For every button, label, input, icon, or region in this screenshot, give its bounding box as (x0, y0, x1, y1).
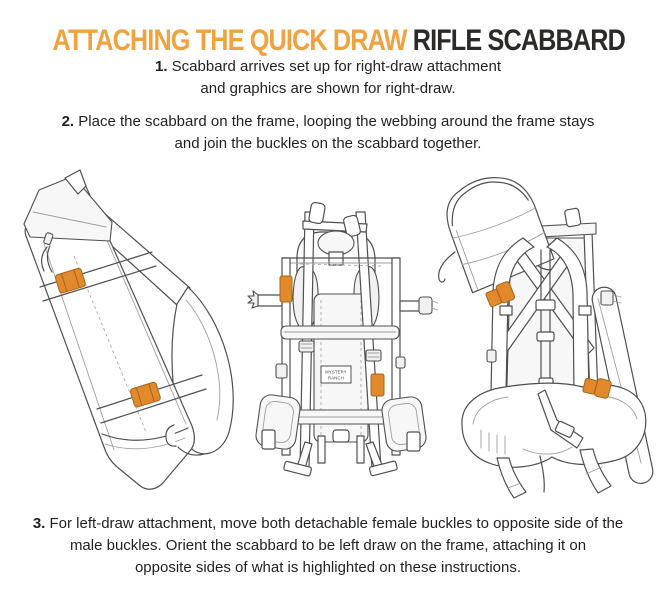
scabbard-side-illustration (23, 169, 234, 490)
brand-label-line-1: MYSTERY (325, 370, 347, 375)
brand-label: MYSTERY RANCH (320, 365, 352, 384)
illustrations-panel: MYSTERY RANCH (23, 169, 654, 499)
frame-harness-illustration (438, 177, 654, 499)
frame-front-illustration: MYSTERY RANCH (247, 201, 439, 477)
title-main: RIFLE SCABBARD (412, 24, 626, 58)
step-3-line-3: opposite sides of what is highlighted on… (134, 559, 522, 576)
step-1-instruction: 1. Scabbard arrives set up for right-dra… (0, 56, 656, 100)
highlight-webbing-left-rail (279, 275, 293, 303)
brand-label-line-2: RANCH (328, 376, 344, 381)
step-3-line-2: male buckles. Orient the scabbard to be … (69, 537, 587, 554)
page-title: ATTACHING THE QUICK DRAW RIFLE SCABBARD (52, 24, 625, 58)
step-2-line-2: and join the buckles on the scabbard tog… (174, 135, 482, 152)
highlight-buckle-lower-right (582, 377, 612, 399)
highlight-webbing-right-stay (370, 373, 385, 397)
step-3-instruction: 3. For left-draw attachment, move both d… (0, 513, 656, 579)
highlight-buckle-upper-right (485, 281, 516, 308)
step-2-number: 2. (61, 113, 75, 130)
step-2-instruction: 2. Place the scabbard on the frame, loop… (0, 111, 656, 155)
step-3-line-1: For left-draw attachment, move both deta… (49, 515, 624, 532)
step-1-number: 1. (154, 58, 168, 75)
highlight-buckle-lower-left (129, 381, 161, 408)
step-1-line-1: Scabbard arrives set up for right-draw a… (171, 58, 501, 75)
highlight-buckle-upper-left (54, 267, 86, 294)
zipper-pull (41, 232, 54, 273)
step-2-line-1: Place the scabbard on the frame, looping… (78, 113, 595, 130)
title-accent: ATTACHING THE QUICK DRAW (52, 24, 407, 58)
step-1-line-2: and graphics are shown for right-draw. (200, 80, 456, 97)
step-3-number: 3. (32, 515, 46, 532)
